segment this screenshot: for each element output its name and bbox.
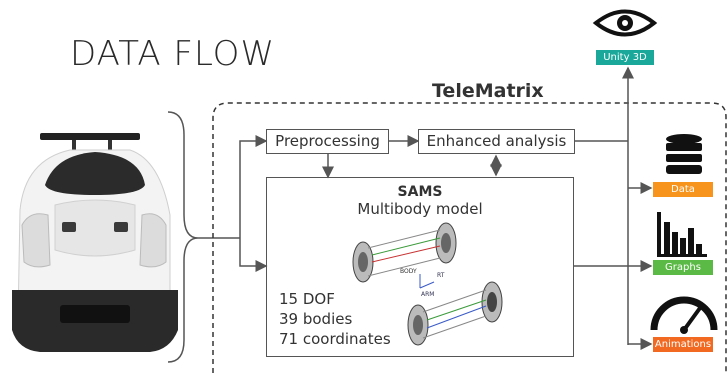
animations-label: Animations [653,337,713,352]
gauge-icon [650,296,718,334]
model-label-arm: ARM [421,291,435,298]
sams-title: SAMS [397,184,443,200]
preprocessing-box: Preprocessing [266,129,389,154]
data-label: Data [653,182,713,197]
stat-dof: 15 DOF [279,290,335,308]
graphs-label: Graphs [653,260,713,275]
sams-box: SAMS Multibody model 15 DOF 39 bodies 71… [266,177,574,357]
page-title: DATA FLOW [70,34,276,74]
bar-chart-icon [657,212,707,257]
stat-bodies: 39 bodies [279,310,353,328]
sams-subtitle: Multibody model [357,200,483,218]
enhanced-analysis-box: Enhanced analysis [418,129,575,154]
telematrix-label: TeleMatrix [432,80,544,102]
race-car-image [12,133,178,352]
model-label-body: BODY [400,268,417,275]
multibody-model-image [352,222,503,346]
unity-3d-label: Unity 3D [596,50,654,65]
stat-coordinates: 71 coordinates [279,330,391,348]
database-icon [666,134,702,174]
model-label-rt: RT [437,272,445,279]
eye-icon [592,9,658,37]
